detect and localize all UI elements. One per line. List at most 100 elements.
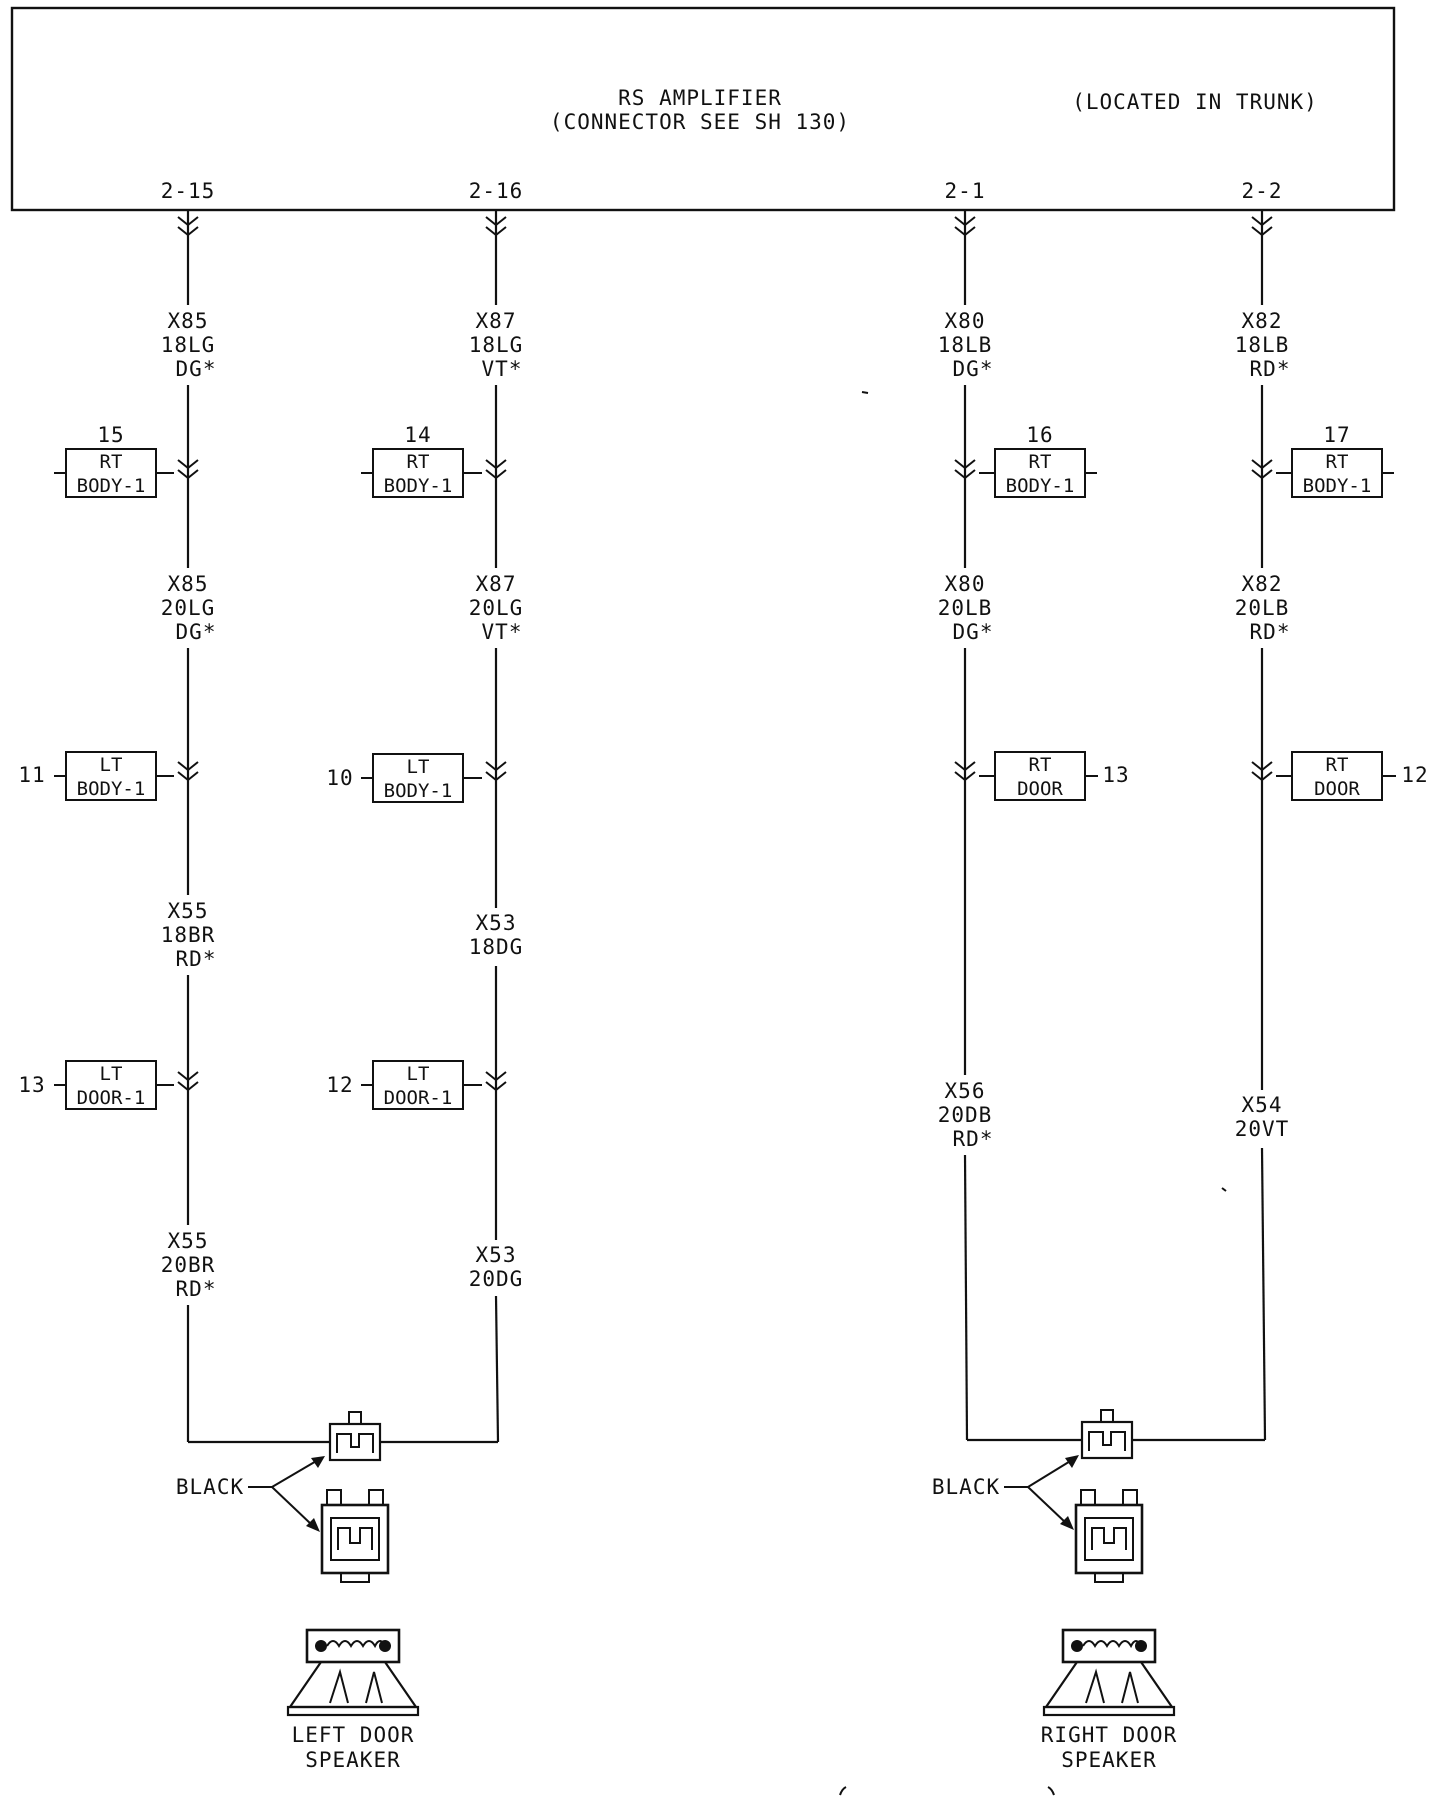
wire-label-x85-20lg: X85 20LG DG* [161, 572, 217, 644]
svg-text:18DG: 18DG [469, 935, 524, 959]
svg-text:RD*: RD* [1250, 620, 1291, 644]
svg-text:BODY-1: BODY-1 [384, 780, 453, 802]
svg-text:X82: X82 [1242, 309, 1283, 333]
svg-text:RT: RT [1029, 754, 1052, 776]
wire-label-x82-20lb: X82 20LB RD* [1235, 572, 1291, 644]
svg-text:X80: X80 [945, 572, 986, 596]
pin-2-16: 2-16 [469, 179, 524, 203]
right-speaker-label-line1: RIGHT DOOR [1041, 1723, 1177, 1747]
wire-labels: X85 18LG DG* X87 18LG VT* X80 18LB DG* X… [161, 309, 1291, 1301]
svg-text:X56: X56 [945, 1079, 986, 1103]
connector-rt-body-1-pin-17: 17 RT BODY-1 [1276, 423, 1394, 498]
svg-text:20BR: 20BR [161, 1253, 216, 1277]
pin-2-15: 2-15 [161, 179, 216, 203]
svg-text:13: 13 [18, 1073, 45, 1097]
svg-text:DOOR-1: DOOR-1 [77, 1087, 146, 1109]
svg-text:BODY-1: BODY-1 [1006, 475, 1075, 497]
svg-text:20LG: 20LG [469, 596, 524, 620]
amplifier-connector-note: (CONNECTOR SEE SH 130) [550, 110, 850, 134]
svg-text:20DB: 20DB [938, 1103, 993, 1127]
svg-text:20DG: 20DG [469, 1267, 524, 1291]
svg-text:X85: X85 [168, 309, 209, 333]
svg-text:20LG: 20LG [161, 596, 216, 620]
wire-label-x80-18lb: X80 18LB DG* [938, 309, 993, 381]
wire-label-x55-20br: X55 20BR RD* [161, 1229, 217, 1301]
svg-text:BODY-1: BODY-1 [77, 778, 146, 800]
wire-label-x87-20lg: X87 20LG VT* [469, 572, 524, 644]
wire-label-x82-18lb: X82 18LB RD* [1235, 309, 1290, 381]
right-wire-connector-icon [1080, 1409, 1134, 1460]
svg-text:LT: LT [100, 754, 123, 776]
amplifier-outline [10, 6, 1396, 212]
right-door-speaker-icon [1042, 1628, 1176, 1717]
svg-text:LT: LT [100, 1063, 123, 1085]
svg-text:13: 13 [1102, 763, 1129, 787]
left-speaker-connector-icon [320, 1489, 390, 1583]
connector-lt-body-1-pin-11: 11 LT BODY-1 [18, 751, 174, 801]
svg-text:BODY-1: BODY-1 [77, 475, 146, 497]
amplifier-location: (LOCATED IN TRUNK) [1072, 90, 1318, 114]
svg-text:12: 12 [326, 1073, 353, 1097]
svg-text:20LB: 20LB [938, 596, 993, 620]
svg-text:LT: LT [407, 756, 430, 778]
svg-text:X53: X53 [476, 911, 517, 935]
amplifier-title: RS AMPLIFIER [618, 86, 782, 110]
connector-rt-door-pin-12: RT DOOR 12 [1276, 751, 1428, 801]
svg-text:X82: X82 [1242, 572, 1283, 596]
svg-text:DOOR-1: DOOR-1 [384, 1087, 453, 1109]
svg-text:RD*: RD* [176, 1277, 217, 1301]
right-arrow-icon [1004, 1455, 1079, 1530]
svg-text:BODY-1: BODY-1 [384, 475, 453, 497]
svg-text:LT: LT [407, 1063, 430, 1085]
svg-text:DOOR: DOOR [1017, 778, 1063, 800]
svg-text:17: 17 [1323, 423, 1350, 447]
svg-text:X80: X80 [945, 309, 986, 333]
svg-text:X87: X87 [476, 309, 517, 333]
connector-rt-body-1-pin-16: 16 RT BODY-1 [979, 423, 1097, 498]
svg-text:VT*: VT* [482, 620, 523, 644]
left-connector-color-label: BLACK [176, 1475, 244, 1499]
svg-text:20VT: 20VT [1235, 1117, 1290, 1141]
connector-lt-body-1-pin-10: 10 LT BODY-1 [326, 753, 482, 803]
svg-text:20LB: 20LB [1235, 596, 1290, 620]
svg-text:16: 16 [1026, 423, 1053, 447]
wire-label-x53-20dg: X53 20DG [469, 1243, 524, 1291]
svg-text:RT: RT [407, 451, 430, 473]
svg-text:18LG: 18LG [469, 333, 524, 357]
svg-text:18BR: 18BR [161, 923, 216, 947]
left-speaker-label-line2: SPEAKER [305, 1748, 401, 1772]
connector-rt-body-1-pin-15: 15 RT BODY-1 [54, 423, 174, 498]
wire-label-x54-20vt: X54 20VT [1235, 1093, 1290, 1141]
svg-text:DG*: DG* [176, 357, 217, 381]
scan-artifacts [839, 391, 1227, 1796]
svg-text:X87: X87 [476, 572, 517, 596]
left-wire-connector-icon [328, 1411, 382, 1462]
wire-label-x85-18lg: X85 18LG DG* [161, 309, 217, 381]
svg-text:X55: X55 [168, 899, 209, 923]
wire-lines [186, 210, 1267, 1444]
left-door-speaker-icon [286, 1628, 420, 1717]
wire-label-x53-18dg: X53 18DG [469, 911, 524, 959]
pin-2-2: 2-2 [1242, 179, 1283, 203]
svg-text:10: 10 [326, 766, 353, 790]
connector-rt-door-pin-13: RT DOOR 13 [979, 751, 1129, 801]
svg-text:X85: X85 [168, 572, 209, 596]
left-arrow-icon [248, 1456, 325, 1532]
svg-text:X54: X54 [1242, 1093, 1283, 1117]
wire-label-x55-18br: X55 18BR RD* [161, 899, 216, 971]
svg-text:18LG: 18LG [161, 333, 216, 357]
svg-text:RT: RT [1326, 451, 1349, 473]
svg-text:12: 12 [1401, 763, 1428, 787]
svg-text:RD*: RD* [953, 1127, 994, 1151]
svg-text:BODY-1: BODY-1 [1303, 475, 1372, 497]
svg-text:15: 15 [97, 423, 124, 447]
right-speaker-connector-icon [1074, 1489, 1144, 1583]
svg-text:DG*: DG* [176, 620, 217, 644]
pin-2-1: 2-1 [945, 179, 986, 203]
right-connector-color-label: BLACK [932, 1475, 1000, 1499]
svg-text:RT: RT [1326, 754, 1349, 776]
left-speaker-label-line1: LEFT DOOR [292, 1723, 415, 1747]
svg-text:18LB: 18LB [1235, 333, 1290, 357]
inline-connector-chevrons [177, 216, 1273, 1091]
svg-text:18LB: 18LB [938, 333, 993, 357]
